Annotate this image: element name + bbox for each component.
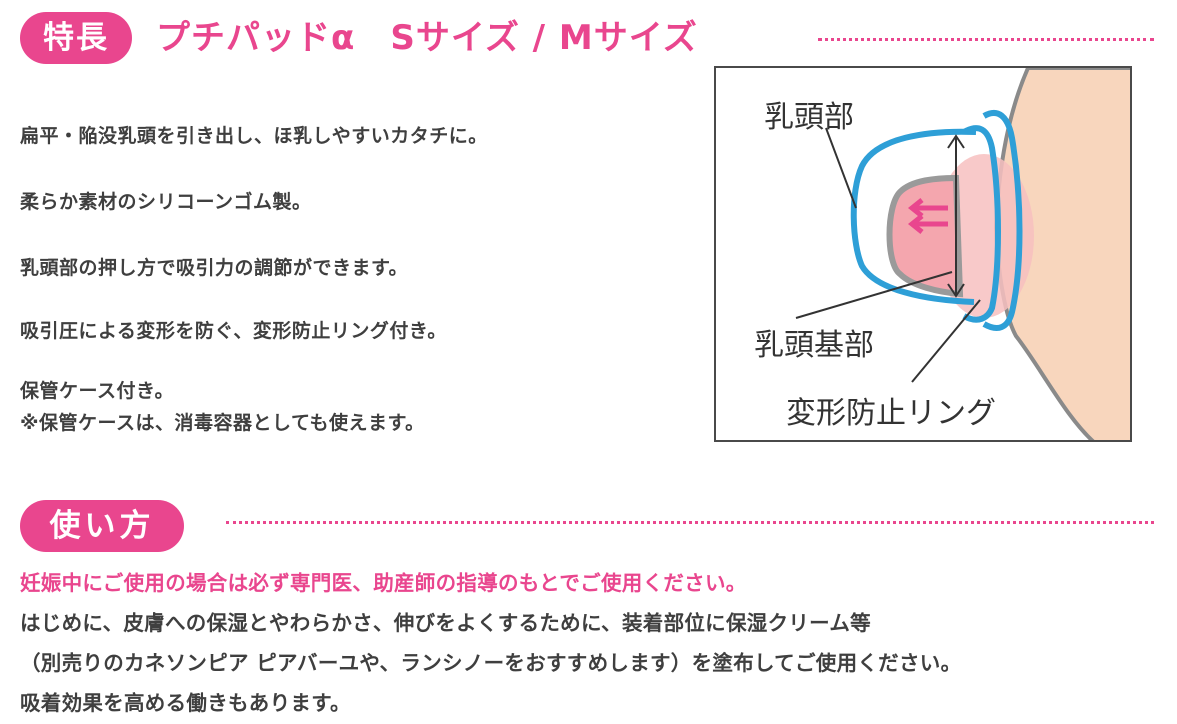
leader-base <box>795 271 953 319</box>
device-dome <box>850 128 977 305</box>
diagram-illustration <box>795 68 1130 440</box>
usage-warning: 妊娠中にご使用の場合は必ず専門医、助産師の指導のもとでご使用ください。 <box>20 571 747 595</box>
feature-item: 乳頭部の押し方で吸引力の調節ができます。 <box>20 257 409 279</box>
usage-line: 吸着効果を高める働きもあります。 <box>20 691 351 715</box>
label-ring: 変形防止リング <box>786 396 996 431</box>
device-flange-inner <box>962 125 1001 323</box>
label-nipple-base: 乳頭基部 <box>754 328 874 363</box>
usage-line: （別売りのカネソンピア ピアバーユや、ランシノーをおすすめします）を塗布してご使… <box>20 651 962 675</box>
feature-item: 保管ケース付き。 <box>20 380 175 402</box>
features-badge: 特長 <box>20 12 132 64</box>
label-nipple: 乳頭部 <box>764 100 854 135</box>
leader-nipple <box>825 127 857 209</box>
leader-ring <box>911 299 981 383</box>
dotted-divider <box>818 38 1154 41</box>
device-ring <box>982 110 1023 331</box>
nipple-shape <box>886 174 964 298</box>
feature-item: 吸引圧による変形を防ぐ、変形防止リング付き。 <box>20 320 447 342</box>
product-diagram: 乳頭部 乳頭基部 変形防止リング <box>714 66 1132 442</box>
feature-note: ※保管ケースは、消毒容器としても使えます。 <box>20 412 425 434</box>
usage-line: はじめに、皮膚への保湿とやわらかさ、伸びをよくするために、装着部位に保湿クリーム… <box>20 611 871 635</box>
feature-item: 柔らか素材のシリコーンゴム製。 <box>20 191 312 213</box>
usage-badge: 使い方 <box>20 500 184 552</box>
product-title: プチパッドα Sサイズ / Mサイズ <box>156 18 698 58</box>
suction-arrows <box>907 198 948 234</box>
dotted-divider <box>226 521 1154 524</box>
feature-item: 扁平・陥没乳頭を引き出し、ほ乳しやすいカタチに。 <box>20 125 488 147</box>
